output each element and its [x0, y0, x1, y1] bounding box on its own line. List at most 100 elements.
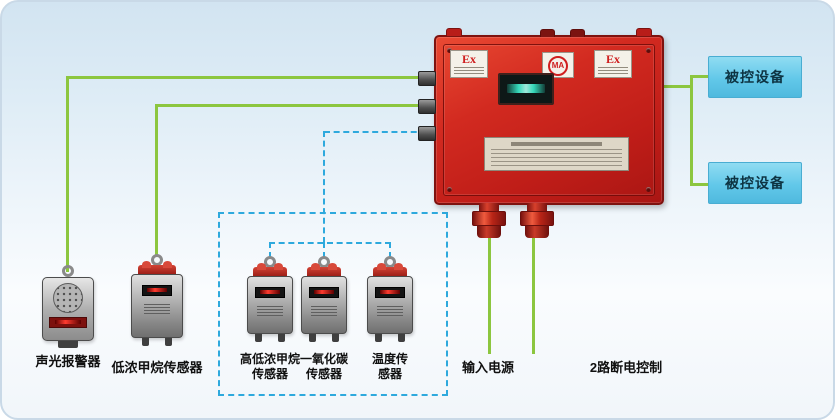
- sensor-display: [255, 287, 285, 298]
- cap-bump: [257, 263, 266, 270]
- alarm-body: [42, 277, 94, 341]
- door-screw: [646, 187, 651, 192]
- sensor-feet: [375, 334, 405, 342]
- sensor-cap: [307, 263, 341, 276]
- plate-fine-print: [598, 67, 628, 75]
- sensor-body: [131, 274, 183, 338]
- ex-certification-plate-left: Ex: [450, 50, 488, 78]
- sensor-cap: [373, 263, 407, 276]
- controlled-device-2: 被控设备: [708, 162, 802, 204]
- label-line: 温度传: [371, 352, 408, 366]
- sensor-digits: [380, 290, 400, 294]
- cap-bump: [311, 263, 320, 270]
- mount-hook-icon: [151, 254, 163, 266]
- sensor-display: [142, 285, 172, 296]
- label-carbon-monoxide: 一氧化碳 传感器: [292, 352, 356, 382]
- sensor-digits: [260, 290, 280, 294]
- label-line: 感器: [377, 367, 402, 381]
- controlled-device-1: 被控设备: [708, 56, 802, 98]
- mount-hook-icon: [62, 265, 74, 277]
- high-low-methane-sensor-device: [246, 256, 294, 342]
- cap-bump: [377, 263, 386, 270]
- dashed-wire-horizontal: [324, 131, 436, 133]
- cable-gland-sensor-bus: [418, 126, 436, 141]
- sensor-body: [367, 276, 413, 334]
- door-screw: [447, 187, 452, 192]
- wire-cutoff-control: [532, 230, 535, 354]
- cap-bump: [274, 263, 283, 270]
- controlled-device-2-label: 被控设备: [725, 175, 785, 191]
- hinge-left: [540, 29, 555, 37]
- ma-logo: MA: [548, 56, 568, 76]
- carbon-monoxide-sensor-device: [300, 256, 348, 342]
- mount-hook-icon: [318, 256, 330, 268]
- door-screw: [447, 48, 452, 53]
- cap-bump: [142, 261, 151, 268]
- main-control-box: Ex MA Ex: [418, 28, 664, 238]
- label-line: 传感器: [305, 367, 342, 381]
- dashed-sensor-bus: [269, 242, 391, 244]
- sensor-digits: [147, 288, 167, 292]
- label-temperature: 温度传 感器: [364, 352, 416, 382]
- label-cutoff-control: 2路断电控制: [589, 360, 663, 375]
- connector-nut: [520, 211, 554, 226]
- wire-output-vertical: [690, 75, 693, 186]
- sensor-body: [301, 276, 347, 334]
- alarm-base: [58, 341, 78, 348]
- cap-bump: [394, 263, 403, 270]
- wire-alarm-vertical: [66, 76, 69, 272]
- wire-low-methane-vertical: [155, 104, 158, 256]
- sensor-grill: [311, 306, 337, 316]
- ex-mark: Ex: [605, 52, 620, 66]
- sensor-cap: [253, 263, 287, 276]
- mount-tab-left: [446, 28, 462, 37]
- dashed-drop-1: [269, 242, 271, 258]
- sensor-digits: [314, 290, 334, 294]
- sensor-feet: [142, 338, 172, 346]
- lcd-display: [498, 73, 554, 105]
- sensor-cap: [138, 261, 176, 274]
- power-input-connector: [472, 203, 506, 238]
- nameplate-text-lines: [491, 149, 622, 167]
- mount-hook-icon: [384, 256, 396, 268]
- cap-bump: [328, 263, 337, 270]
- ex-mark: Ex: [461, 52, 476, 66]
- door-screw: [646, 48, 651, 53]
- nameplate-title-line: [510, 142, 603, 146]
- sensor-grill: [377, 306, 403, 316]
- label-line: 传感器: [251, 367, 288, 381]
- connector-tip: [525, 226, 549, 238]
- label-high-low-methane: 高低浓甲烷 传感器: [230, 352, 310, 382]
- label-low-methane: 低浓甲烷传感器: [111, 360, 203, 375]
- alarm-display: [49, 317, 87, 328]
- product-nameplate: [484, 137, 629, 171]
- sensor-grill: [144, 304, 170, 314]
- label-input-power: 输入电源: [461, 360, 514, 375]
- sensor-grill: [257, 306, 283, 316]
- temperature-sensor-device: [366, 256, 414, 342]
- sensor-body: [247, 276, 293, 334]
- speaker-icon: [53, 283, 83, 313]
- cutoff-output-connector: [520, 203, 554, 238]
- sensor-display: [309, 287, 339, 298]
- label-alarm: 声光报警器: [35, 354, 101, 369]
- cable-gland-alarm: [418, 71, 436, 86]
- connector-stem: [527, 203, 547, 211]
- wire-output-main: [662, 85, 692, 88]
- wire-low-methane-horizontal: [155, 104, 436, 107]
- low-methane-sensor-device: [130, 254, 184, 346]
- label-line: 一氧化碳: [299, 352, 348, 366]
- connector-tip: [477, 226, 501, 238]
- alarm-digits: [55, 320, 81, 324]
- sensor-feet: [255, 334, 285, 342]
- dashed-drop-2: [323, 242, 325, 258]
- sensor-display: [375, 287, 405, 298]
- wire-output-bottom-stub: [690, 183, 710, 186]
- cable-gland-low-methane: [418, 99, 436, 114]
- sensor-feet: [309, 334, 339, 342]
- plate-fine-print: [454, 67, 484, 75]
- connector-nut: [472, 211, 506, 226]
- mount-tab-right: [636, 28, 652, 37]
- wire-alarm-horizontal: [66, 76, 436, 79]
